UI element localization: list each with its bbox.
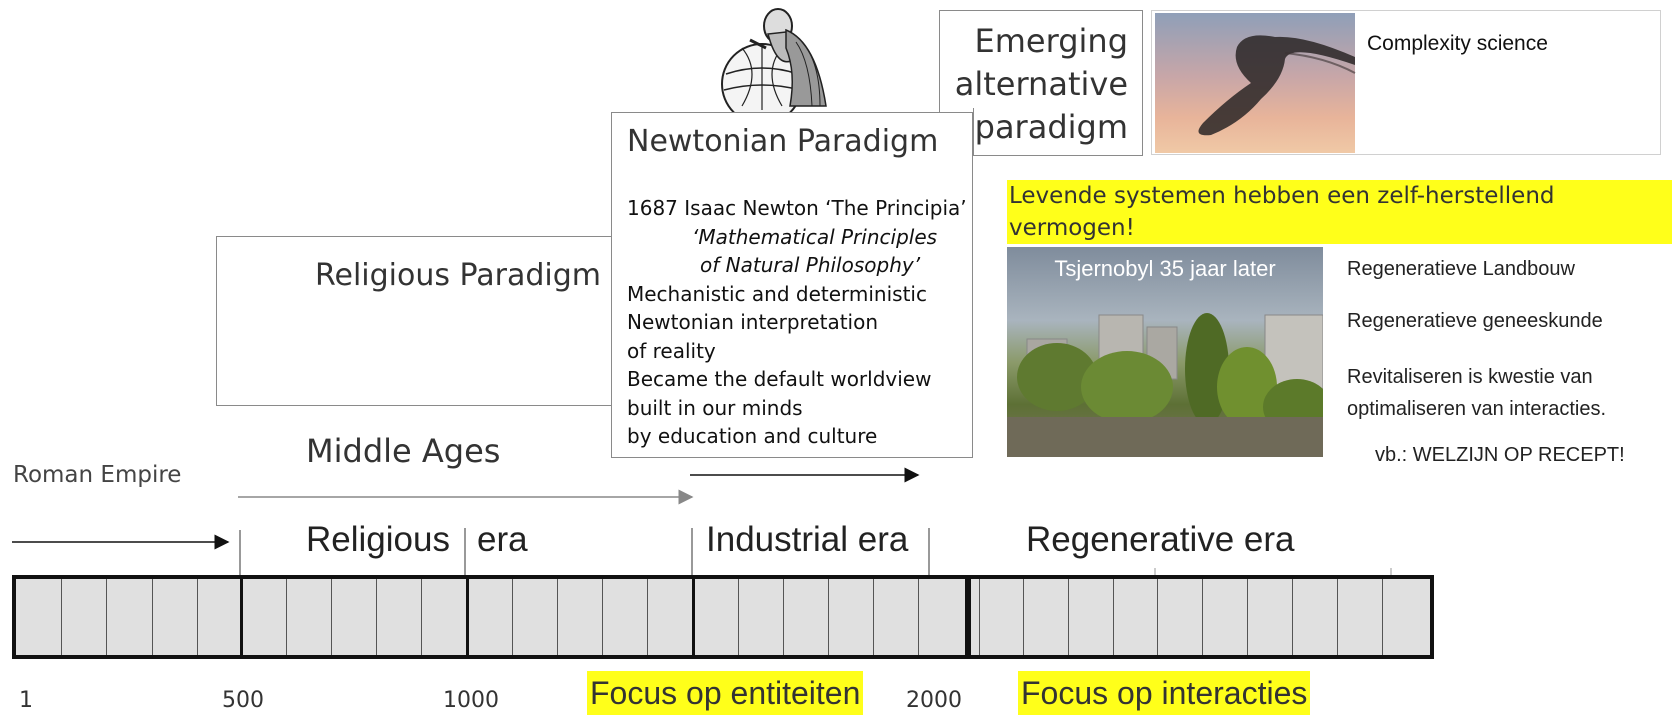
newtonian-line-philosophy: of Natural Philosophy’ (700, 253, 921, 277)
timeline-bar-past (12, 575, 969, 659)
era-label-regenerative: Regenerative era (1026, 520, 1295, 559)
tick-label-2000: 2000 (906, 688, 962, 713)
list-item-example: vb.: WELZIJN OP RECEPT! (1375, 444, 1625, 466)
timeline-bar-future (967, 575, 1434, 659)
era-label-industrial: Industrial era (706, 520, 909, 559)
focus-interactions-label: Focus op interacties (1018, 671, 1311, 715)
newtonian-paradigm-title: Newtonian Paradigm (627, 124, 939, 159)
newtonian-line-minds: built in our minds (627, 395, 803, 420)
emerging-line-3: paradigm (974, 108, 1128, 146)
middle-ages-label: Middle Ages (306, 432, 501, 470)
era-label-religious: Religious (306, 520, 450, 559)
newtonian-paradigm-box (611, 112, 973, 458)
list-item-regenerative-agriculture: Regeneratieve Landbouw (1347, 258, 1575, 280)
newton-illustration (690, 2, 855, 125)
newtonian-line-math: ‘Mathematical Principles (692, 224, 938, 249)
tick-label-1: 1 (19, 688, 33, 713)
emerging-line-2: alternative (954, 65, 1128, 103)
emerging-paradigm-title: Emerging alternative paradigm (944, 20, 1128, 149)
religious-paradigm-title: Religious Paradigm (315, 258, 602, 293)
self-healing-banner: Levende systemen hebben een zelf-herstel… (1007, 180, 1672, 244)
starling-murmuration-image (1155, 13, 1356, 153)
emerging-line-1: Emerging (974, 22, 1128, 60)
complexity-science-caption: Complexity science (1367, 32, 1548, 55)
emerging-paradigm-box-lower (973, 108, 1143, 156)
tick-label-1000: 1000 (443, 688, 499, 713)
newtonian-text: 1687 Isaac Newton ‘The Principia’ ‘Mathe… (627, 194, 967, 451)
roman-empire-label: Roman Empire (13, 462, 182, 488)
religious-paradigm-box (216, 236, 626, 406)
era-label-era: era (477, 520, 528, 559)
list-item-revitalize: Revitaliseren is kwestie van optimaliser… (1347, 366, 1607, 420)
newtonian-line-mechanistic: Mechanistic and deterministic (627, 281, 927, 306)
emerging-paradigm-box (939, 10, 1143, 112)
newtonian-line-education: by education and culture (627, 424, 878, 448)
newtonian-line-worldview: Became the default worldview (627, 367, 932, 391)
focus-entities-label: Focus op entiteiten (587, 671, 864, 715)
chernobyl-photo-title: Tsjernobyl 35 jaar later (1054, 256, 1276, 281)
newtonian-line-interpretation: Newtonian interpretation (627, 310, 879, 334)
newtonian-line-reality: of reality (627, 338, 716, 363)
list-item-regenerative-medicine: Regeneratieve geneeskunde (1347, 310, 1603, 332)
newtonian-line-principia: 1687 Isaac Newton ‘The Principia’ (627, 196, 967, 220)
tick-label-500: 500 (222, 688, 264, 713)
chernobyl-photo (1007, 247, 1323, 457)
